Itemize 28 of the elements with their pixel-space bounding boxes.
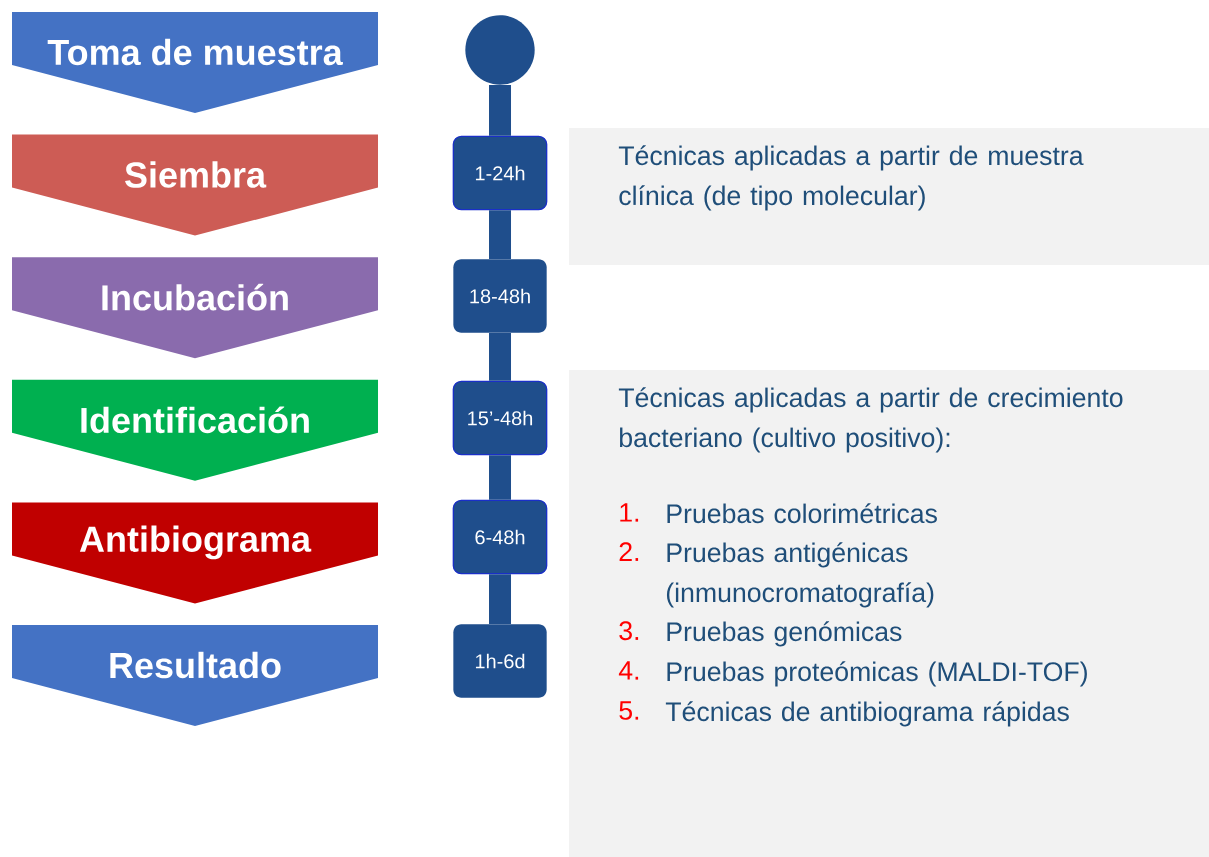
step-banner: Toma de muestra <box>12 12 378 113</box>
step-banner: Incubación <box>12 257 378 359</box>
timeline-bar <box>489 332 511 381</box>
list-number: 3. <box>619 621 639 641</box>
list-item: Técnicas de antibiograma rápidas <box>665 701 1069 727</box>
list-number: 5. <box>619 701 639 720</box>
time-box: 15’-48h <box>452 380 548 456</box>
step-banner: Antibiograma <box>12 502 378 604</box>
step-banner: Siembra <box>12 134 378 236</box>
list-number: 2. <box>619 542 639 561</box>
list-item: Pruebas genómicas <box>667 621 902 647</box>
timeline-bar <box>489 210 511 260</box>
timeline-bar <box>489 84 511 136</box>
timeline-bar <box>489 574 511 625</box>
time-box: 18-48h <box>453 259 547 333</box>
list-item: Pruebas proteómicas (MALDI-TOF) <box>667 661 1087 687</box>
step-banner: Resultado <box>12 625 378 726</box>
time-box: 1-24h <box>452 135 548 211</box>
list-item: Pruebas colorimétricas <box>667 503 937 524</box>
step-banner: Identificación <box>12 379 378 481</box>
list-number: 4. <box>618 661 639 680</box>
list-item: Pruebas antigénicas (inmunocromatografía) <box>666 542 934 608</box>
list-number: 1. <box>620 503 639 522</box>
timeline-bar <box>489 455 511 500</box>
time-box: 6-48h <box>452 499 548 575</box>
timeline-start-dot <box>465 15 535 85</box>
time-box: 1h-6d <box>453 624 547 698</box>
text-panel: Técnicas aplicadas a partir de muestra clínica (de tipo molecular) <box>569 128 1209 265</box>
